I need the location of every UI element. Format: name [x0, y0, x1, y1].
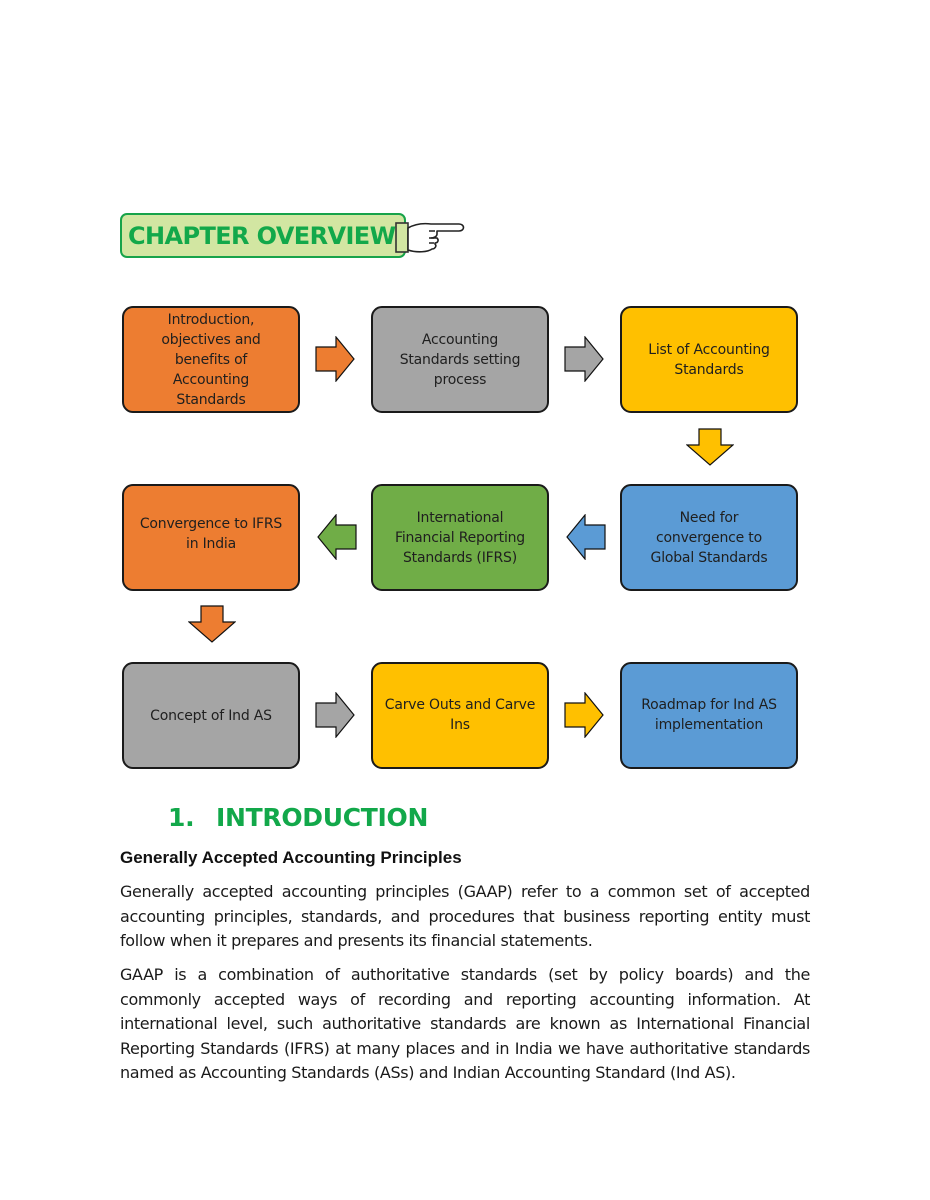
box-line: implementation — [654, 717, 764, 733]
box-line: benefits of — [174, 351, 248, 368]
chapter-overview-badge: CHAPTER OVERVIEW — [120, 213, 406, 258]
box-line: Accounting — [421, 331, 499, 348]
flow-box-carve-outs: Carve Outs and Carve Ins — [371, 662, 549, 769]
arrow-list-to-need-convergence — [686, 428, 734, 466]
box-line: Standards setting — [399, 351, 521, 368]
section-number: 1. — [168, 803, 195, 832]
box-line: Concept of Ind AS — [150, 707, 272, 724]
arrow-ifrs-to-convergence-india — [317, 514, 357, 560]
flow-box-need-convergence: Need for convergence to Global Standards — [620, 484, 798, 591]
box-line: International — [416, 509, 504, 526]
chapter-overview-title: CHAPTER OVERVIEW — [128, 222, 396, 250]
box-line: List of Accounting — [648, 341, 770, 358]
box-line: Ins — [450, 717, 470, 733]
arrow-intro-to-setting-process — [315, 336, 355, 382]
arrow-convergence-india-to-concept — [188, 605, 236, 643]
flow-box-convergence-india: Convergence to IFRS in India — [122, 484, 300, 591]
pointing-hand-icon — [395, 222, 465, 253]
section-title: INTRODUCTION — [216, 803, 429, 832]
arrow-setting-process-to-list — [564, 336, 604, 382]
arrow-shape-left — [317, 514, 357, 560]
flow-box-list-of-as: List of Accounting Standards — [620, 306, 798, 413]
box-line: Need for — [679, 509, 739, 526]
box-line: Roadmap for Ind AS — [641, 697, 777, 713]
box-line: Carve Outs and Carve — [384, 697, 536, 713]
subheading: Generally Accepted Accounting Principles — [120, 848, 462, 867]
arrow-shape-down — [686, 428, 734, 466]
box-line: Standards (IFRS) — [403, 549, 517, 566]
box-line: convergence to — [656, 529, 762, 546]
paragraph: Generally accepted accounting principles… — [120, 882, 810, 950]
section-heading: 1. INTRODUCTION — [168, 803, 428, 832]
flow-box-roadmap: Roadmap for Ind AS implementation — [620, 662, 798, 769]
box-line: Standards — [674, 361, 744, 378]
box-line: in India — [186, 536, 236, 552]
arrow-carve-outs-to-roadmap — [564, 692, 604, 738]
flow-box-ifrs: International Financial Reporting Standa… — [371, 484, 549, 591]
arrow-shape-right — [564, 336, 604, 382]
arrow-shape-right — [564, 692, 604, 738]
box-line: process — [433, 371, 487, 388]
box-line: Financial Reporting — [394, 529, 525, 546]
arrow-shape-down — [188, 605, 236, 643]
box-line: Introduction, — [167, 311, 255, 328]
arrow-shape-left — [566, 514, 606, 560]
flow-box-concept-ind-as: Concept of Ind AS — [122, 662, 300, 769]
box-line: Accounting — [172, 371, 250, 388]
flow-box-intro: Introduction, objectives and benefits of… — [122, 306, 300, 413]
arrow-need-convergence-to-ifrs — [566, 514, 606, 560]
flow-box-setting-process: Accounting Standards setting process — [371, 306, 549, 413]
box-line: objectives and — [161, 331, 261, 348]
arrow-concept-to-carve-outs — [315, 692, 355, 738]
box-line: Convergence to IFRS — [139, 516, 283, 532]
arrow-shape-right — [315, 336, 355, 382]
paragraph: GAAP is a combination of authoritative s… — [120, 965, 810, 1082]
box-line: Standards — [176, 391, 246, 408]
arrow-shape-right — [315, 692, 355, 738]
box-line: Global Standards — [650, 549, 768, 566]
